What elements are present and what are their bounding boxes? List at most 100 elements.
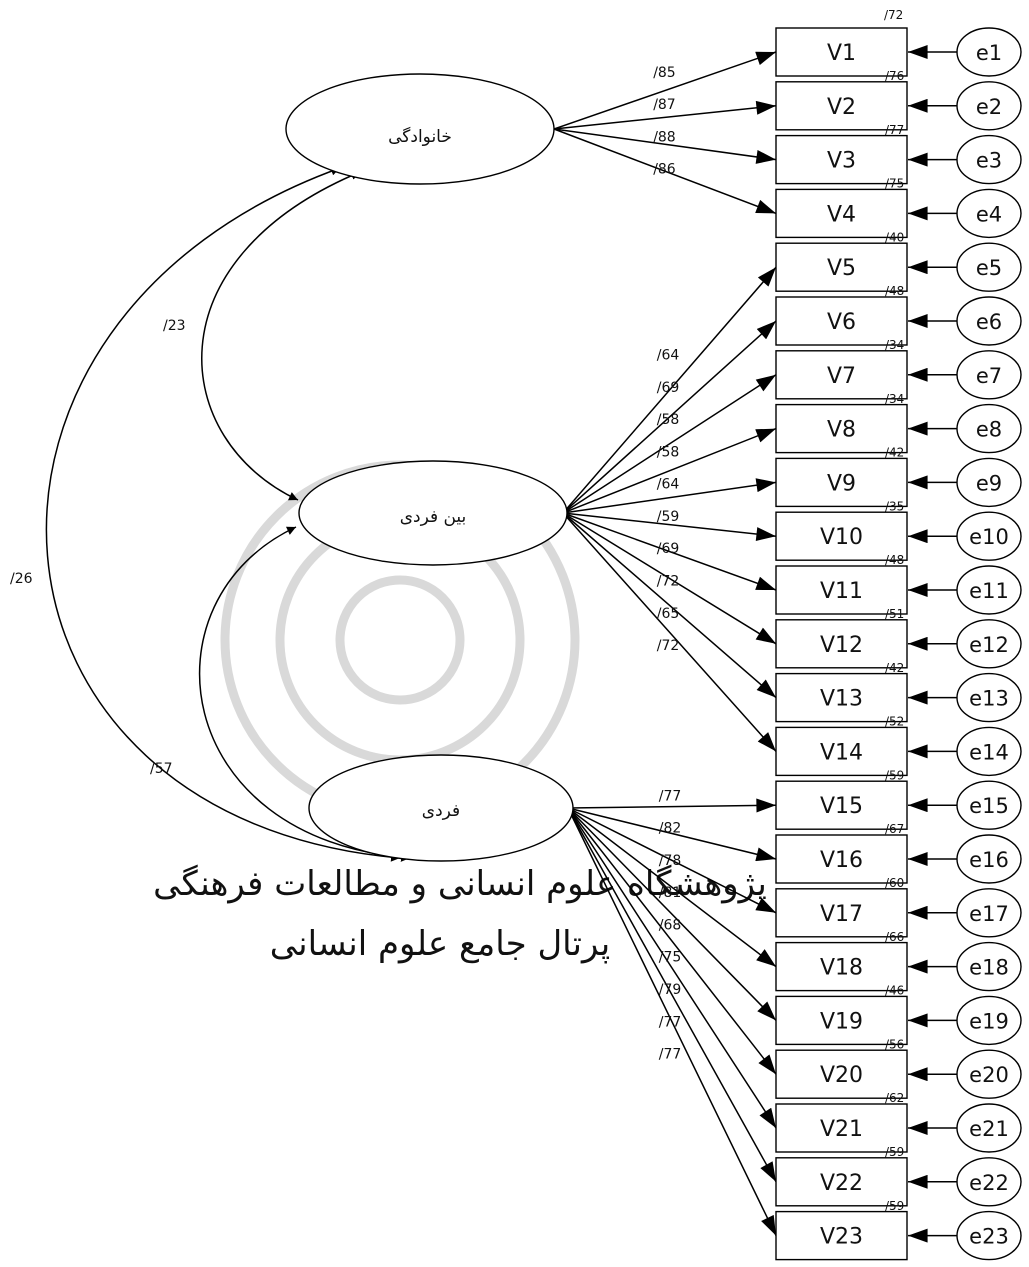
loading-label-v12: /72: [657, 573, 680, 589]
loading-label-v16: /82: [659, 821, 682, 837]
indicator-v13: V13/52: [775, 672, 908, 729]
loading-arrow-v5: [562, 266, 777, 514]
indicator-name-v7: V7: [827, 364, 856, 389]
loading-label-v7: /58: [657, 412, 680, 428]
watermark-line-1: پژوهشگاه علوم انسانی و مطالعات فرهنگی: [153, 864, 767, 904]
indicator-v6: V6/34: [775, 296, 908, 352]
indicator-box-v2: [775, 81, 908, 131]
indicator-box-v10: [775, 511, 908, 561]
error-term-e7: e7: [907, 350, 1022, 400]
error-term-e17: e17: [907, 888, 1022, 938]
loading-label-v14: /72: [657, 638, 680, 654]
r2-label-v2: /77: [885, 123, 904, 137]
r2-label-v21: /59: [885, 1145, 904, 1159]
error-name-e23: e23: [969, 1225, 1009, 1249]
loading-arrow-v4: [553, 128, 777, 215]
indicator-box-v15: [775, 780, 908, 830]
indicator-v3: V3/75: [775, 134, 908, 191]
loading-label-v5: /64: [657, 348, 680, 364]
indicator-name-v21: V21: [820, 1117, 863, 1142]
r2-label-v19: /56: [885, 1037, 904, 1051]
loading-arrow-v6: [562, 320, 777, 514]
error-name-e2: e2: [976, 95, 1002, 119]
r2-label-v4: /40: [885, 230, 904, 244]
loading-arrow-v23: [567, 807, 777, 1236]
indicator-box-v19: [775, 995, 908, 1046]
loading-arrow-v21: [567, 807, 777, 1129]
error-name-e10: e10: [969, 525, 1009, 549]
correlation-label-f1-f3: /26: [10, 571, 33, 587]
loading-label-v4: /86: [653, 162, 676, 178]
r2-label-v16: /60: [885, 876, 904, 890]
indicator-v19: V19/56: [775, 995, 908, 1051]
r2-label-v20: /62: [885, 1091, 904, 1105]
indicator-v8: V8/42: [775, 403, 908, 460]
loading-arrow-v17: [567, 807, 777, 914]
error-term-e5: e5: [907, 242, 1022, 292]
r2-label-v10: /48: [885, 553, 904, 567]
indicator-name-v3: V3: [827, 149, 856, 174]
indicator-v9: V9/35: [775, 457, 908, 513]
indicator-name-v1: V1: [827, 41, 856, 66]
error-name-e17: e17: [969, 902, 1009, 926]
r2-label-v6: /34: [885, 338, 904, 352]
error-term-e1: e1: [907, 27, 1022, 77]
error-term-e11: e11: [907, 565, 1022, 615]
indicator-v1: V1/76: [775, 27, 908, 83]
error-name-e21: e21: [969, 1117, 1009, 1141]
loading-label-v8: /58: [657, 444, 680, 460]
loading-arrow-v2: [553, 100, 777, 130]
correlation-label-f2-f3: /57: [150, 761, 173, 777]
indicator-name-v13: V13: [820, 687, 863, 712]
error-name-e5: e5: [976, 256, 1002, 280]
indicator-v12: V12/42: [775, 619, 908, 675]
error-name-e22: e22: [969, 1171, 1009, 1195]
indicator-box-v4: [775, 188, 908, 239]
loading-arrow-v19: [567, 807, 777, 1021]
loading-arrow-v10: [562, 512, 777, 542]
indicator-box-v21: [775, 1103, 908, 1153]
error-term-e6: e6: [907, 296, 1022, 346]
r2-label-v15: /67: [885, 822, 904, 836]
error-name-e8: e8: [976, 418, 1002, 442]
indicator-box-v17: [775, 888, 908, 938]
indicator-name-v17: V17: [820, 902, 863, 927]
error-name-e18: e18: [969, 956, 1009, 980]
loading-label-v17: /78: [659, 853, 682, 869]
indicator-name-v15: V15: [820, 794, 863, 819]
indicator-v22: V22/59: [775, 1157, 908, 1213]
indicator-v4: V4/40: [775, 188, 908, 244]
indicator-v10: V10/48: [775, 511, 908, 567]
factor-family: خانوادگی: [285, 73, 555, 185]
loading-label-v1: /85: [653, 65, 676, 81]
error-name-e7: e7: [976, 364, 1002, 388]
indicator-name-v16: V16: [820, 848, 863, 873]
error-term-e14: e14: [907, 726, 1022, 777]
indicator-v7: V7/34: [775, 350, 908, 406]
factor-family-ellipse: [285, 73, 555, 185]
indicator-name-v6: V6: [827, 310, 856, 335]
loading-label-v3: /88: [653, 129, 676, 145]
error-term-e3: e3: [907, 134, 1022, 185]
loading-label-v6: /69: [657, 380, 680, 396]
indicator-name-v8: V8: [827, 418, 856, 443]
indicator-v16: V16/60: [775, 834, 908, 890]
error-term-e16: e16: [907, 834, 1022, 884]
loading-label-v13: /65: [657, 606, 680, 622]
loading-label-v23: /77: [659, 1047, 682, 1063]
indicator-v21: V21/59: [775, 1103, 908, 1159]
error-name-e6: e6: [976, 310, 1002, 334]
correlation-label-f1-f2: /23: [163, 318, 186, 334]
error-name-e16: e16: [969, 848, 1009, 872]
error-name-e19: e19: [969, 1009, 1009, 1033]
factor-individual: فردی: [308, 754, 574, 862]
indicator-v11: V11/51: [775, 565, 908, 621]
loading-label-v11: /69: [657, 541, 680, 557]
error-term-e19: e19: [907, 995, 1022, 1046]
indicator-name-v20: V20: [820, 1063, 863, 1088]
indicator-box-v3: [775, 134, 908, 185]
loading-arrow-v16: [567, 807, 777, 862]
indicator-v18: V18/46: [775, 941, 908, 998]
indicator-box-v20: [775, 1049, 908, 1099]
